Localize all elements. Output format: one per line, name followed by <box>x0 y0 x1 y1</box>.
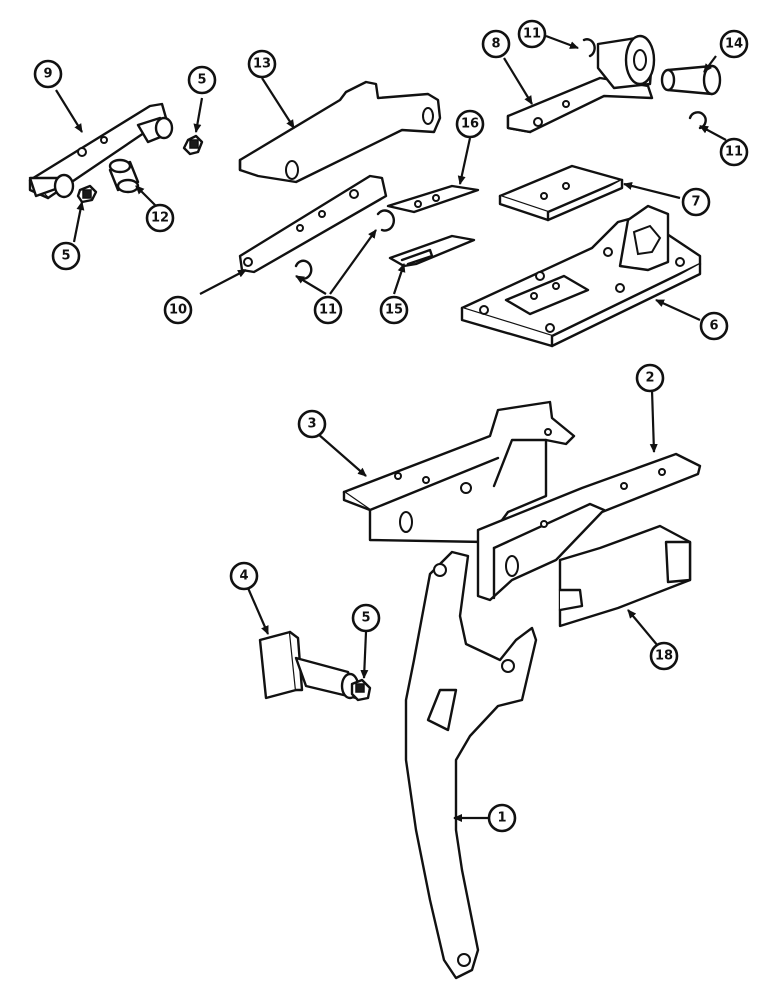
callout-3-label: 3 <box>307 417 316 432</box>
callout-18-label: 18 <box>655 649 673 664</box>
callout-9: 9 <box>33 59 63 89</box>
callout-6-label: 6 <box>709 319 718 334</box>
callout-7-label: 7 <box>691 195 700 210</box>
part-10-link <box>238 174 388 274</box>
part-8-hinge-plate <box>506 34 656 134</box>
callout-14-label: 14 <box>725 37 743 52</box>
grease-fitting-5a <box>182 134 204 156</box>
callout-16-label: 16 <box>461 117 479 132</box>
callout-4: 4 <box>229 561 259 591</box>
callout-5-bottom: 5 <box>351 603 381 633</box>
callout-11-mid: 11 <box>313 295 343 325</box>
callout-3: 3 <box>297 409 327 439</box>
callout-8-label: 8 <box>491 37 500 52</box>
part-18-slotted-shim <box>558 524 692 628</box>
snap-ring-11a <box>294 259 313 280</box>
part-16-shim <box>386 184 480 214</box>
callout-5-top-label: 5 <box>197 73 206 88</box>
callout-16: 16 <box>455 109 485 139</box>
callout-15-label: 15 <box>385 303 403 318</box>
leader-lines <box>55 34 727 822</box>
part-7-plate <box>498 164 624 222</box>
callout-11-top-label: 11 <box>523 27 541 42</box>
callout-18: 18 <box>649 641 679 671</box>
callout-6: 6 <box>699 311 729 341</box>
grease-fitting-5c <box>350 678 372 702</box>
snap-ring-11c <box>582 38 596 58</box>
callout-2: 2 <box>635 363 665 393</box>
callout-10: 10 <box>163 295 193 325</box>
callout-10-label: 10 <box>169 303 187 318</box>
part-9-pin-bar <box>28 102 174 200</box>
callout-1-label: 1 <box>497 811 506 826</box>
part-6-base-plate <box>460 204 702 348</box>
callout-5-bottom-label: 5 <box>361 611 370 626</box>
grease-fitting-5b <box>76 184 98 204</box>
callout-7: 7 <box>681 187 711 217</box>
callout-12-label: 12 <box>151 211 169 226</box>
callout-9-label: 9 <box>43 67 52 82</box>
part-3-angle-bracket <box>342 400 576 544</box>
callout-5-top: 5 <box>187 65 217 95</box>
callout-11-mid-label: 11 <box>319 303 337 318</box>
callout-5-left-label: 5 <box>61 249 70 264</box>
callout-14: 14 <box>719 29 749 59</box>
callout-13-label: 13 <box>253 57 271 72</box>
part-4-pivot-pin <box>258 630 360 700</box>
callout-2-label: 2 <box>645 371 654 386</box>
part-1-pedal-lever <box>404 550 538 980</box>
part-15-slotted-shim <box>388 234 476 268</box>
callout-11-top: 11 <box>517 19 547 49</box>
callout-12: 12 <box>145 203 175 233</box>
part-13-lever-arm <box>238 80 442 184</box>
callout-13: 13 <box>247 49 277 79</box>
callout-5-left: 5 <box>51 241 81 271</box>
callout-11-right-label: 11 <box>725 145 743 160</box>
part-12-bushing <box>108 158 140 194</box>
snap-ring-11b <box>376 209 395 232</box>
part-14-pin <box>660 64 722 96</box>
callout-8: 8 <box>481 29 511 59</box>
callout-4-label: 4 <box>239 569 248 584</box>
snap-ring-11d <box>688 111 707 130</box>
callout-15: 15 <box>379 295 409 325</box>
callout-11-right: 11 <box>719 137 749 167</box>
callout-1: 1 <box>487 803 517 833</box>
part-2-channel <box>476 452 702 602</box>
